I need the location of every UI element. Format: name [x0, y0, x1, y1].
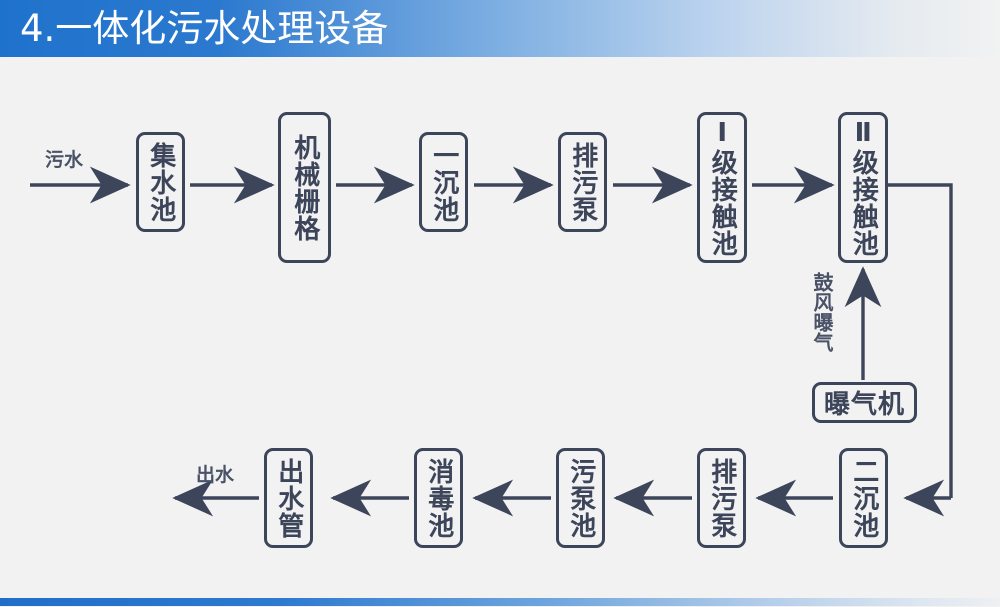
node-label: 二沉池	[848, 457, 879, 539]
node-sludge-pump-tank[interactable]: 污泵池	[556, 448, 605, 548]
node-secondary-settler[interactable]: 二沉池	[839, 448, 888, 548]
node-primary-settler[interactable]: 一沉池	[419, 132, 468, 232]
node-aerator[interactable]: 曝气机	[812, 382, 917, 423]
node-sewage-pump-1[interactable]: 排污泵	[558, 132, 607, 232]
node-label: 机械栅格	[289, 133, 320, 242]
node-label: 一沉池	[428, 141, 459, 223]
node-label: 污泵池	[565, 457, 596, 539]
annotation-blower-aeration: 鼓风曝气	[810, 272, 834, 352]
node-outlet-pipe[interactable]: 出水管	[264, 448, 313, 548]
node-label: Ⅱ级接触池	[848, 118, 879, 257]
page-title: 4.一体化污水处理设备	[20, 7, 389, 50]
node-label: 出水管	[273, 457, 304, 539]
edge-contact-tank-2-to-secondary-settler	[888, 183, 953, 498]
node-label: 排污泵	[567, 141, 598, 223]
node-disinfection-tank[interactable]: 消毒池	[414, 448, 463, 548]
annotation-outlet: 出水	[196, 464, 235, 486]
flow-connectors	[30, 166, 953, 517]
node-contact-tank-1[interactable]: Ⅰ级接触池	[697, 112, 747, 263]
node-label: Ⅰ级接触池	[707, 118, 738, 257]
node-collection-tank[interactable]: 集水池	[136, 132, 185, 232]
node-mechanical-grating[interactable]: 机械栅格	[278, 112, 331, 263]
page-header-bar: 4.一体化污水处理设备	[0, 0, 1000, 57]
node-label: 排污泵	[706, 457, 737, 539]
node-label: 曝气机	[823, 390, 905, 420]
node-contact-tank-2[interactable]: Ⅱ级接触池	[838, 112, 888, 263]
node-label: 消毒池	[423, 457, 454, 539]
node-label: 集水池	[145, 141, 176, 223]
node-sewage-pump-2[interactable]: 排污泵	[697, 448, 746, 548]
process-flow-diagram: 污水 鼓风曝气 出水 集水池 机械栅格 一沉池 排污泵 Ⅰ级接触池 Ⅱ级接触池 …	[0, 57, 1000, 598]
annotation-inlet: 污水	[45, 149, 84, 171]
page-footer-bar	[0, 598, 1000, 606]
